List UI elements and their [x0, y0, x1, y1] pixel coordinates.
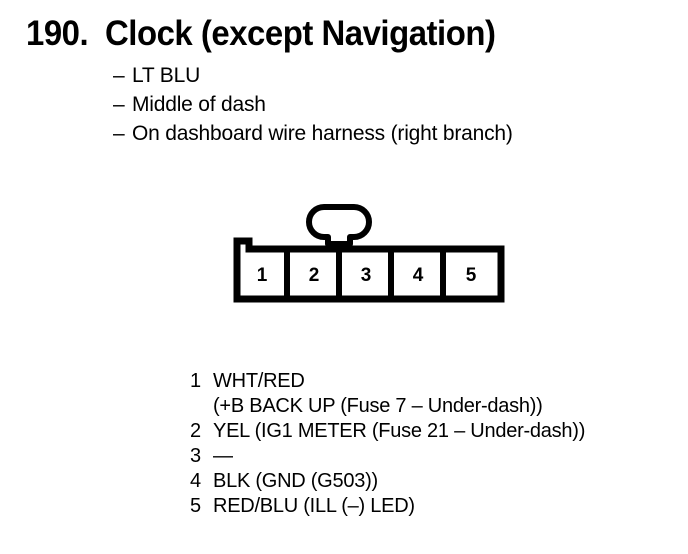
- connector-body-fill: [234, 238, 504, 302]
- pin-row: 4 BLK (GND (G503)): [190, 469, 585, 494]
- pin-row: 1 WHT/RED (+B BACK UP (Fuse 7 – Under-da…: [190, 369, 585, 419]
- pin-description: YEL (IG1 METER (Fuse 21 – Under-dash)): [213, 420, 586, 442]
- attribute-label: Middle of dash: [132, 93, 266, 116]
- attribute-item: – LT BLU: [113, 64, 513, 93]
- pin-number: 1: [190, 370, 202, 392]
- cavity-number: 4: [413, 265, 424, 286]
- cavity-number: 1: [257, 265, 268, 286]
- pin-row: 2 YEL (IG1 METER (Fuse 21 – Under-dash)): [190, 419, 585, 444]
- pin-number: 5: [190, 495, 202, 517]
- dash-bullet-icon: –: [113, 122, 125, 145]
- page-title: 190. Clock (except Navigation): [26, 14, 521, 54]
- entry-title: Clock (except Navigation): [105, 14, 496, 53]
- cavity-number: 5: [466, 265, 477, 286]
- pin-description: WHT/RED: [213, 370, 305, 392]
- entry-number: 190.: [26, 14, 89, 53]
- attribute-item: – Middle of dash: [113, 93, 513, 122]
- connector-body-outline: [233, 237, 505, 303]
- pin-number: 3: [190, 445, 202, 467]
- pin-row: 5 RED/BLU (ILL (–) LED): [190, 494, 585, 519]
- pin-row: 3 —: [190, 444, 585, 469]
- pin-description-continued: (+B BACK UP (Fuse 7 – Under-dash)): [213, 395, 543, 417]
- pin-number: 2: [190, 420, 202, 442]
- dash-bullet-icon: –: [113, 93, 125, 116]
- cavity-number: 2: [309, 265, 320, 286]
- attribute-item: – On dashboard wire harness (right branc…: [113, 122, 513, 151]
- attribute-label: On dashboard wire harness (right branch): [132, 122, 513, 145]
- attribute-label: LT BLU: [132, 64, 201, 87]
- attribute-list: – LT BLU – Middle of dash – On dashboard…: [113, 64, 513, 151]
- connector-diagram: 1 2 3 4 5: [228, 200, 510, 310]
- pin-description: BLK (GND (G503)): [213, 470, 378, 492]
- dash-bullet-icon: –: [113, 64, 125, 87]
- pin-assignment-list: 1 WHT/RED (+B BACK UP (Fuse 7 – Under-da…: [190, 369, 585, 519]
- latch-tab-icon: [306, 204, 372, 247]
- pin-number: 4: [190, 470, 202, 492]
- pin-description: RED/BLU (ILL (–) LED): [213, 495, 415, 517]
- pin-description: —: [213, 445, 233, 467]
- cavity-number: 3: [361, 265, 372, 286]
